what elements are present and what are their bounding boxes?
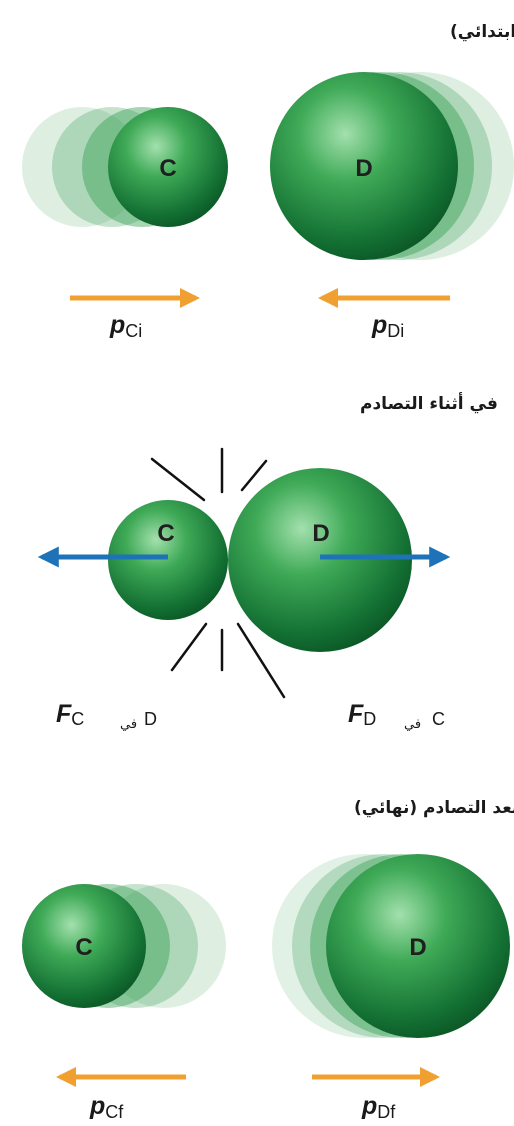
heading-after: بعد التصادم (نهائي) xyxy=(354,798,514,818)
ball-c-label-during: C xyxy=(157,520,174,547)
ball-c-label-before: C xyxy=(159,155,176,182)
momentum-label-d-final: pDf xyxy=(361,1092,396,1122)
svg-text:C: C xyxy=(432,709,445,729)
heading-before: قبل التصادم (ابتدائي) xyxy=(450,22,514,42)
svg-text:في: في xyxy=(120,717,137,732)
ball-d-during xyxy=(228,468,412,652)
svg-text:FD: FD xyxy=(348,700,376,729)
force-label-on-d: FD في C xyxy=(348,700,445,732)
ball-c-during xyxy=(108,500,228,620)
svg-text:D: D xyxy=(144,709,157,729)
ball-d-label-after: D xyxy=(409,934,426,961)
momentum-label-c-final: pCf xyxy=(89,1092,124,1122)
ball-d-label-before: D xyxy=(355,155,372,182)
svg-text:في: في xyxy=(404,717,421,732)
ball-d-label-during: D xyxy=(312,520,329,547)
momentum-label-c-initial: pCi xyxy=(109,311,142,341)
force-label-on-c: FC في D xyxy=(56,700,157,732)
heading-during: في أثناء التصادم xyxy=(360,392,498,414)
momentum-label-d-initial: pDi xyxy=(371,311,404,341)
ball-c-label-after: C xyxy=(75,934,92,961)
svg-text:FC: FC xyxy=(56,700,84,729)
